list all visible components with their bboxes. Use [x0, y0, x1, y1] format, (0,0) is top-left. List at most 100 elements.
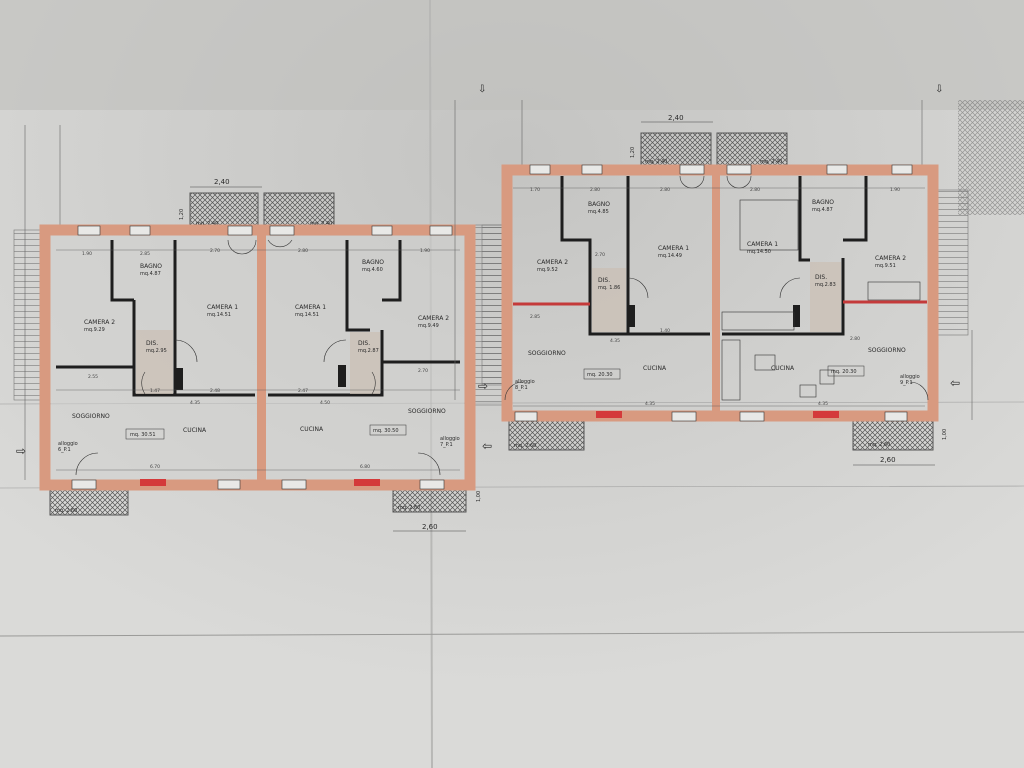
- patch-area: mq. 2.60: [55, 508, 77, 514]
- room-label-camera-1: CAMERA 1: [207, 304, 238, 311]
- room-area: mq.9.29: [84, 327, 105, 333]
- dimension-label: 2,60: [422, 523, 438, 531]
- room-area: mq.4.60: [362, 267, 383, 273]
- windows: [71, 225, 453, 490]
- room-area: mq. 30.50: [373, 428, 399, 434]
- room-label-cucina: CUCINA: [771, 365, 795, 372]
- dimension-label: 1.40: [660, 328, 670, 334]
- patio-patch: [852, 419, 934, 451]
- room-area: mq.2.87: [358, 348, 379, 354]
- fold-line-horizontal: [0, 631, 1024, 637]
- room-label-camera-1: CAMERA 1: [295, 304, 326, 311]
- stairs-left: [481, 224, 503, 386]
- dimension-label: 1,00: [476, 491, 482, 502]
- room-label-bagno: BAGNO: [362, 259, 384, 266]
- room-label-soggiorno: SOGGIORNO: [72, 413, 110, 420]
- dimension-label: 2.70: [418, 368, 428, 374]
- dimension-label: 2.70: [595, 252, 605, 258]
- dis-floor: [136, 330, 173, 394]
- door-swings: [75, 239, 441, 476]
- room-label-bagno: BAGNO: [812, 199, 834, 206]
- room-label-camera-2: CAMERA 2: [418, 315, 449, 322]
- dimension-label: 4.35: [818, 401, 828, 407]
- room-area: mq.14.50: [747, 249, 771, 255]
- dimension-label: 6.80: [360, 464, 370, 470]
- room-area: mq.2.83: [815, 282, 836, 288]
- red-window: [140, 479, 166, 486]
- room-area: mq.14.49: [658, 253, 682, 259]
- room-area: mq.14.51: [295, 312, 319, 318]
- dimension-label: 1.90: [420, 248, 430, 254]
- patch-area: mq. 2.40: [645, 159, 667, 165]
- room-label-bagno: BAGNO: [140, 263, 162, 270]
- dimension-label: 1.90: [890, 187, 900, 193]
- room-label-dis: DIS.: [815, 274, 827, 281]
- room-area: mq. 20.30: [831, 369, 857, 375]
- dimension-label: 4.35: [190, 400, 200, 406]
- room-label-dis: DIS.: [598, 277, 610, 284]
- room-label-soggiorno: SOGGIORNO: [528, 350, 566, 357]
- unit-label: alloggio: [900, 374, 920, 380]
- room-label-camera-1: CAMERA 1: [747, 241, 778, 248]
- dimension-label: 2,60: [880, 456, 896, 464]
- dimension-label: 2.47: [298, 388, 308, 394]
- dimension-label: 1,20: [630, 147, 636, 158]
- unit-label: alloggio: [515, 379, 535, 385]
- room-area: mq. 20.30: [587, 372, 613, 378]
- room-area: mq. 1.86: [598, 285, 620, 291]
- unit-code: 7_P.1: [440, 442, 453, 448]
- room-label-dis: DIS.: [358, 340, 370, 347]
- dimension-label: 2.85: [140, 251, 150, 257]
- party-wall: [257, 230, 266, 485]
- dimension-label: 6.70: [150, 464, 160, 470]
- dimension-label: 2,40: [668, 114, 684, 122]
- party-wall: [712, 165, 720, 421]
- dimension-label: 2.55: [88, 374, 98, 380]
- paper-shadow: [0, 0, 1024, 110]
- patch-area: mq. 2.40: [196, 221, 218, 227]
- room-area: mq.9.49: [418, 323, 439, 329]
- room-area: mq.4.87: [812, 207, 833, 213]
- patch-area: mq. 2.60: [398, 505, 420, 511]
- dimension-label: 1,20: [179, 209, 185, 220]
- arrow-down-icon: ⇩: [478, 84, 486, 95]
- dimension-label: 4.35: [610, 338, 620, 344]
- dis-floor: [592, 268, 626, 332]
- patch-area: mq. 2.40: [760, 159, 782, 165]
- dimension-label: 2.48: [210, 388, 220, 394]
- dis-floor: [810, 262, 841, 332]
- red-window: [813, 411, 839, 418]
- unit-label: alloggio: [58, 441, 78, 447]
- windows: [514, 164, 913, 422]
- dimension-label: 2.80: [590, 187, 600, 193]
- room-label-camera-2: CAMERA 2: [537, 259, 568, 266]
- room-label-camera-2: CAMERA 2: [84, 319, 115, 326]
- dimension-label: 2.80: [660, 187, 670, 193]
- room-label-dis: DIS.: [146, 340, 158, 347]
- room-label-cucina: CUCINA: [300, 426, 324, 433]
- patio-patch: [508, 419, 585, 451]
- partitions: [56, 240, 460, 397]
- hatched-area: [958, 100, 1024, 215]
- dimension-label: 2.85: [530, 314, 540, 320]
- dimension-label: 2.80: [850, 336, 860, 342]
- room-area: mq.9.52: [537, 267, 558, 273]
- unit-label: alloggio: [440, 436, 460, 442]
- patch-area: mq. 2.60: [868, 442, 890, 448]
- arrow-down-icon: ⇩: [935, 84, 943, 95]
- room-area: mq.4.87: [140, 271, 161, 277]
- dimension-label: 2.70: [210, 248, 220, 254]
- dimension-label: 2.80: [750, 187, 760, 193]
- room-area: mq.9.51: [875, 263, 896, 269]
- balcony-patch: [716, 132, 788, 168]
- dimension-label: 1.90: [82, 251, 92, 257]
- entry-arrow-icon: ⇦: [482, 439, 492, 453]
- room-label-cucina: CUCINA: [183, 427, 207, 434]
- patio-patch: [49, 486, 129, 516]
- room-label-camera-2: CAMERA 2: [875, 255, 906, 262]
- balcony-patch: [640, 132, 712, 168]
- red-window: [354, 479, 380, 486]
- dimension-label: 1,00: [942, 429, 948, 440]
- unit-code: 6_P.1: [58, 447, 71, 453]
